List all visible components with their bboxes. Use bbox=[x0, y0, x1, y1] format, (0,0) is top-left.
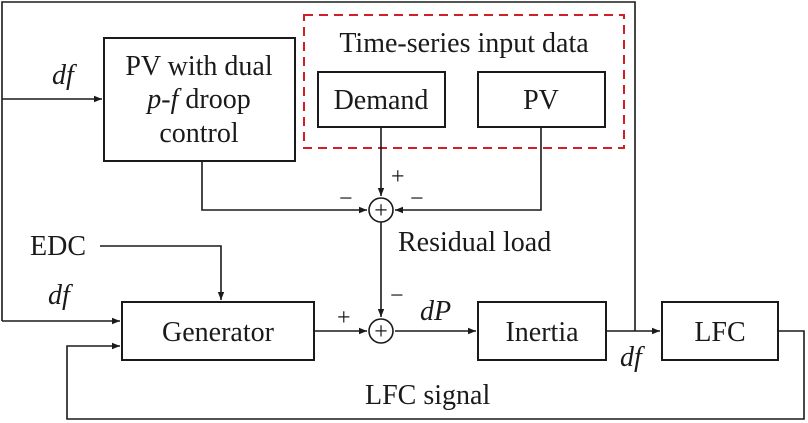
pv-droop-line1: PV with dual bbox=[125, 51, 272, 82]
demand-block bbox=[317, 71, 446, 128]
edc-label: EDC bbox=[30, 231, 86, 262]
pv-droop-line3: control bbox=[159, 118, 239, 149]
edc-arrow bbox=[100, 245, 225, 300]
power-sum-junction bbox=[368, 318, 394, 344]
inertia-label: Inertia bbox=[505, 317, 579, 348]
lfc-signal-arrow bbox=[66, 330, 805, 420]
df-feedback-bus bbox=[1, 1, 636, 331]
sign-demand-plus: + bbox=[391, 164, 405, 190]
dp-label: dP bbox=[420, 296, 451, 327]
pv-droop-line2: p-f droop bbox=[145, 84, 250, 115]
pv-label: PV bbox=[523, 85, 559, 116]
demand-label: Demand bbox=[334, 85, 429, 116]
generator-label: Generator bbox=[162, 317, 275, 348]
sign-droop-minus: − bbox=[339, 186, 353, 212]
lfc-block bbox=[661, 301, 779, 361]
sign-pv-minus: − bbox=[410, 186, 424, 212]
residual-sum-symbol: + bbox=[374, 198, 388, 224]
lfc-signal-label: LFC signal bbox=[365, 380, 490, 411]
df-label-mid: df bbox=[48, 280, 73, 311]
pv-droop-output-arrow bbox=[201, 161, 367, 214]
power-sum-symbol: + bbox=[374, 319, 388, 345]
pv-droop-block bbox=[103, 37, 296, 162]
inertia-block bbox=[477, 301, 607, 361]
pv-output-arrow bbox=[395, 127, 542, 214]
lfc-label: LFC bbox=[694, 317, 745, 348]
sign-generator-plus: + bbox=[337, 305, 351, 331]
residual-load-label: Residual load bbox=[398, 227, 551, 258]
sign-residual-minus: − bbox=[390, 283, 404, 309]
df-label-right: df bbox=[620, 342, 645, 373]
df-label-top: df bbox=[52, 60, 77, 91]
time-series-title: Time-series input data bbox=[339, 28, 589, 59]
